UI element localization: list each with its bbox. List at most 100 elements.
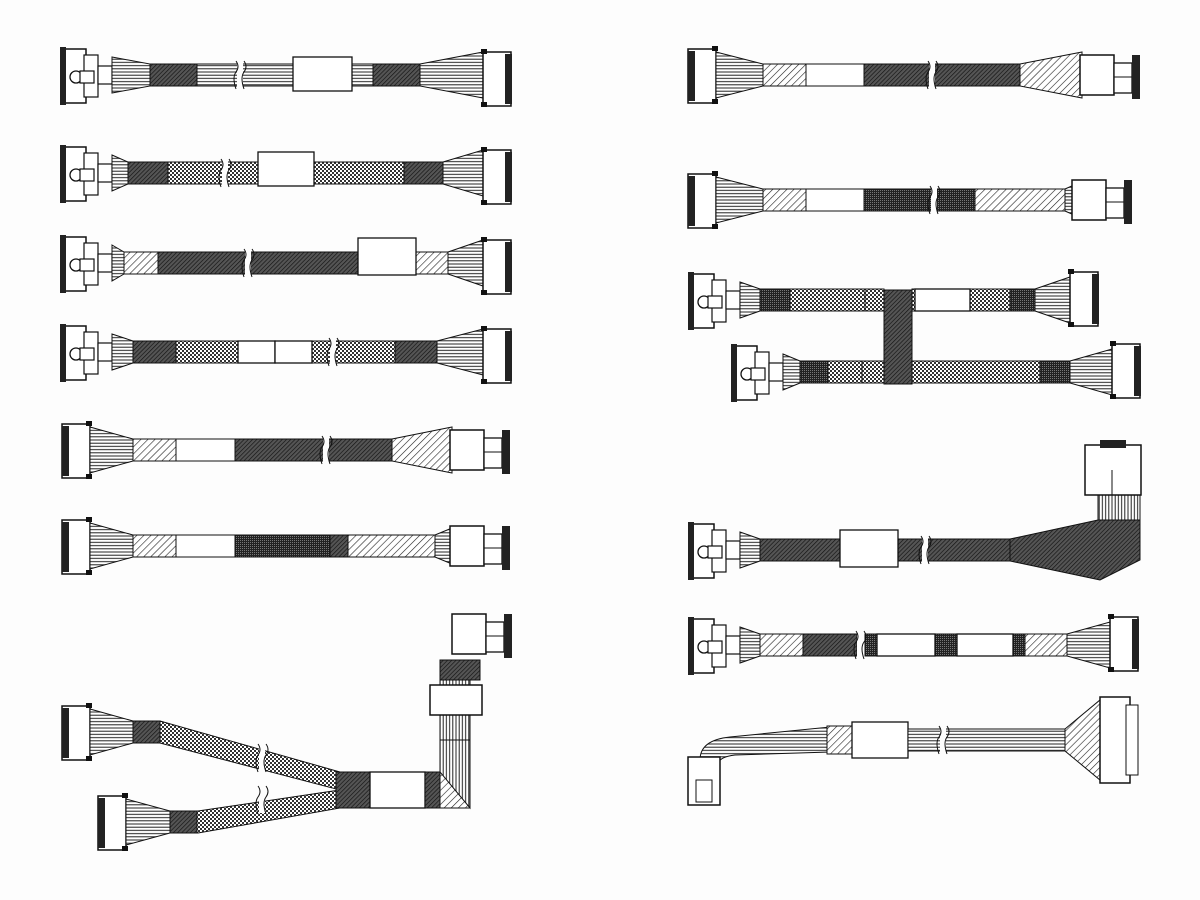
break-mark-icon bbox=[935, 185, 941, 215]
connector-ear bbox=[1110, 341, 1116, 346]
connector-pins bbox=[505, 242, 512, 292]
label-sleeve bbox=[805, 63, 865, 87]
square-connector-icon bbox=[1079, 54, 1140, 99]
cable-break bbox=[857, 632, 863, 658]
cable-sleeve bbox=[759, 288, 791, 312]
pull-tab bbox=[97, 342, 113, 362]
connector-ear bbox=[86, 517, 92, 522]
cable-sleeve bbox=[1009, 288, 1036, 312]
label-box bbox=[292, 56, 353, 92]
latch-tab bbox=[79, 258, 95, 272]
connector-ear bbox=[86, 421, 92, 426]
wire-fan bbox=[1064, 698, 1101, 782]
break-mark-icon bbox=[944, 725, 950, 755]
connector-ear bbox=[712, 224, 718, 229]
cable-sleeve bbox=[335, 771, 371, 809]
pull-tab bbox=[725, 635, 741, 655]
square-connector-icon bbox=[1071, 179, 1132, 224]
break-mark-icon bbox=[861, 630, 867, 660]
cable-sleeve bbox=[329, 534, 349, 558]
wire-fan bbox=[89, 522, 134, 570]
connector-body bbox=[1071, 179, 1107, 221]
connector-edge bbox=[60, 145, 66, 203]
cable-sleeve bbox=[826, 725, 853, 755]
cable-sleeve bbox=[415, 251, 449, 275]
pull-tab bbox=[725, 540, 741, 560]
label-box bbox=[237, 340, 276, 364]
cable-sleeve bbox=[149, 63, 198, 87]
square-connector-icon bbox=[451, 613, 512, 658]
latch-connector-icon bbox=[60, 47, 113, 105]
label-sleeve bbox=[175, 534, 236, 558]
cable-sleeve bbox=[861, 360, 885, 384]
connector-ear bbox=[86, 703, 92, 708]
power-pins bbox=[1125, 704, 1139, 776]
cable-sleeve bbox=[372, 63, 421, 87]
connector-ear bbox=[481, 237, 487, 242]
cable-sleeve bbox=[403, 161, 444, 185]
wire-fan bbox=[739, 531, 761, 569]
connector-edge bbox=[60, 235, 66, 293]
connector-edge bbox=[688, 522, 694, 580]
wire-fan bbox=[739, 626, 761, 664]
latch-tab bbox=[707, 545, 723, 559]
connector-ear bbox=[712, 99, 718, 104]
break-mark-icon bbox=[218, 158, 224, 188]
plug-connector-icon bbox=[1110, 341, 1141, 399]
cable-break bbox=[929, 62, 935, 88]
cable-sleeve bbox=[439, 659, 481, 681]
connector-edge bbox=[1132, 55, 1140, 99]
latch-connector-icon bbox=[688, 617, 741, 675]
wire-fan bbox=[782, 353, 801, 391]
latch-connector-icon bbox=[688, 522, 741, 580]
cable-sleeve bbox=[864, 633, 878, 657]
pull-tab bbox=[97, 253, 113, 273]
cable-sleeve bbox=[132, 340, 177, 364]
break-mark-icon bbox=[226, 158, 232, 188]
plug-connector-icon bbox=[97, 793, 128, 851]
wire-fan bbox=[391, 426, 453, 474]
cable-sleeve bbox=[424, 771, 441, 809]
label-box bbox=[257, 151, 315, 187]
connector-body bbox=[1079, 54, 1115, 96]
cable-bend bbox=[1009, 519, 1141, 581]
plug-connector-icon bbox=[481, 49, 512, 107]
break-mark-icon bbox=[926, 535, 932, 565]
plug-connector-icon bbox=[1108, 614, 1139, 672]
cable-sleeve bbox=[762, 63, 807, 87]
connector-ear bbox=[481, 49, 487, 54]
label-box bbox=[357, 237, 417, 276]
wire-fan bbox=[89, 426, 134, 474]
connector-ear bbox=[122, 793, 128, 798]
cable-break bbox=[259, 745, 265, 771]
cable-sleeve bbox=[234, 438, 393, 462]
cable-sleeve bbox=[1039, 360, 1071, 384]
wire-fan bbox=[1019, 51, 1083, 99]
connector-ear bbox=[1068, 322, 1074, 327]
cable-sleeve bbox=[311, 340, 396, 364]
cable-sleeve bbox=[132, 720, 341, 791]
wire-fan bbox=[125, 798, 171, 846]
connector-ear bbox=[481, 290, 487, 295]
wire-fan bbox=[447, 239, 484, 287]
break-mark-icon bbox=[936, 725, 942, 755]
cable-sleeve bbox=[969, 288, 1011, 312]
break-mark-icon bbox=[319, 435, 325, 465]
cable-break bbox=[931, 187, 937, 213]
cable-break bbox=[922, 537, 928, 563]
label-box bbox=[369, 771, 426, 809]
cable-sleeve bbox=[1024, 633, 1068, 657]
label-box bbox=[956, 633, 1014, 657]
break-mark-icon bbox=[853, 630, 859, 660]
connector-ear bbox=[86, 756, 92, 761]
cable-sleeve bbox=[911, 360, 1041, 384]
latch-connector-icon bbox=[60, 145, 113, 203]
wire-fan bbox=[739, 281, 761, 319]
connector-pins bbox=[62, 522, 69, 572]
cable-sleeve bbox=[1012, 633, 1026, 657]
cable-sleeve bbox=[974, 188, 1066, 212]
wire-fan bbox=[111, 333, 134, 371]
connector-ear bbox=[481, 200, 487, 205]
cable-sleeve bbox=[132, 720, 161, 744]
